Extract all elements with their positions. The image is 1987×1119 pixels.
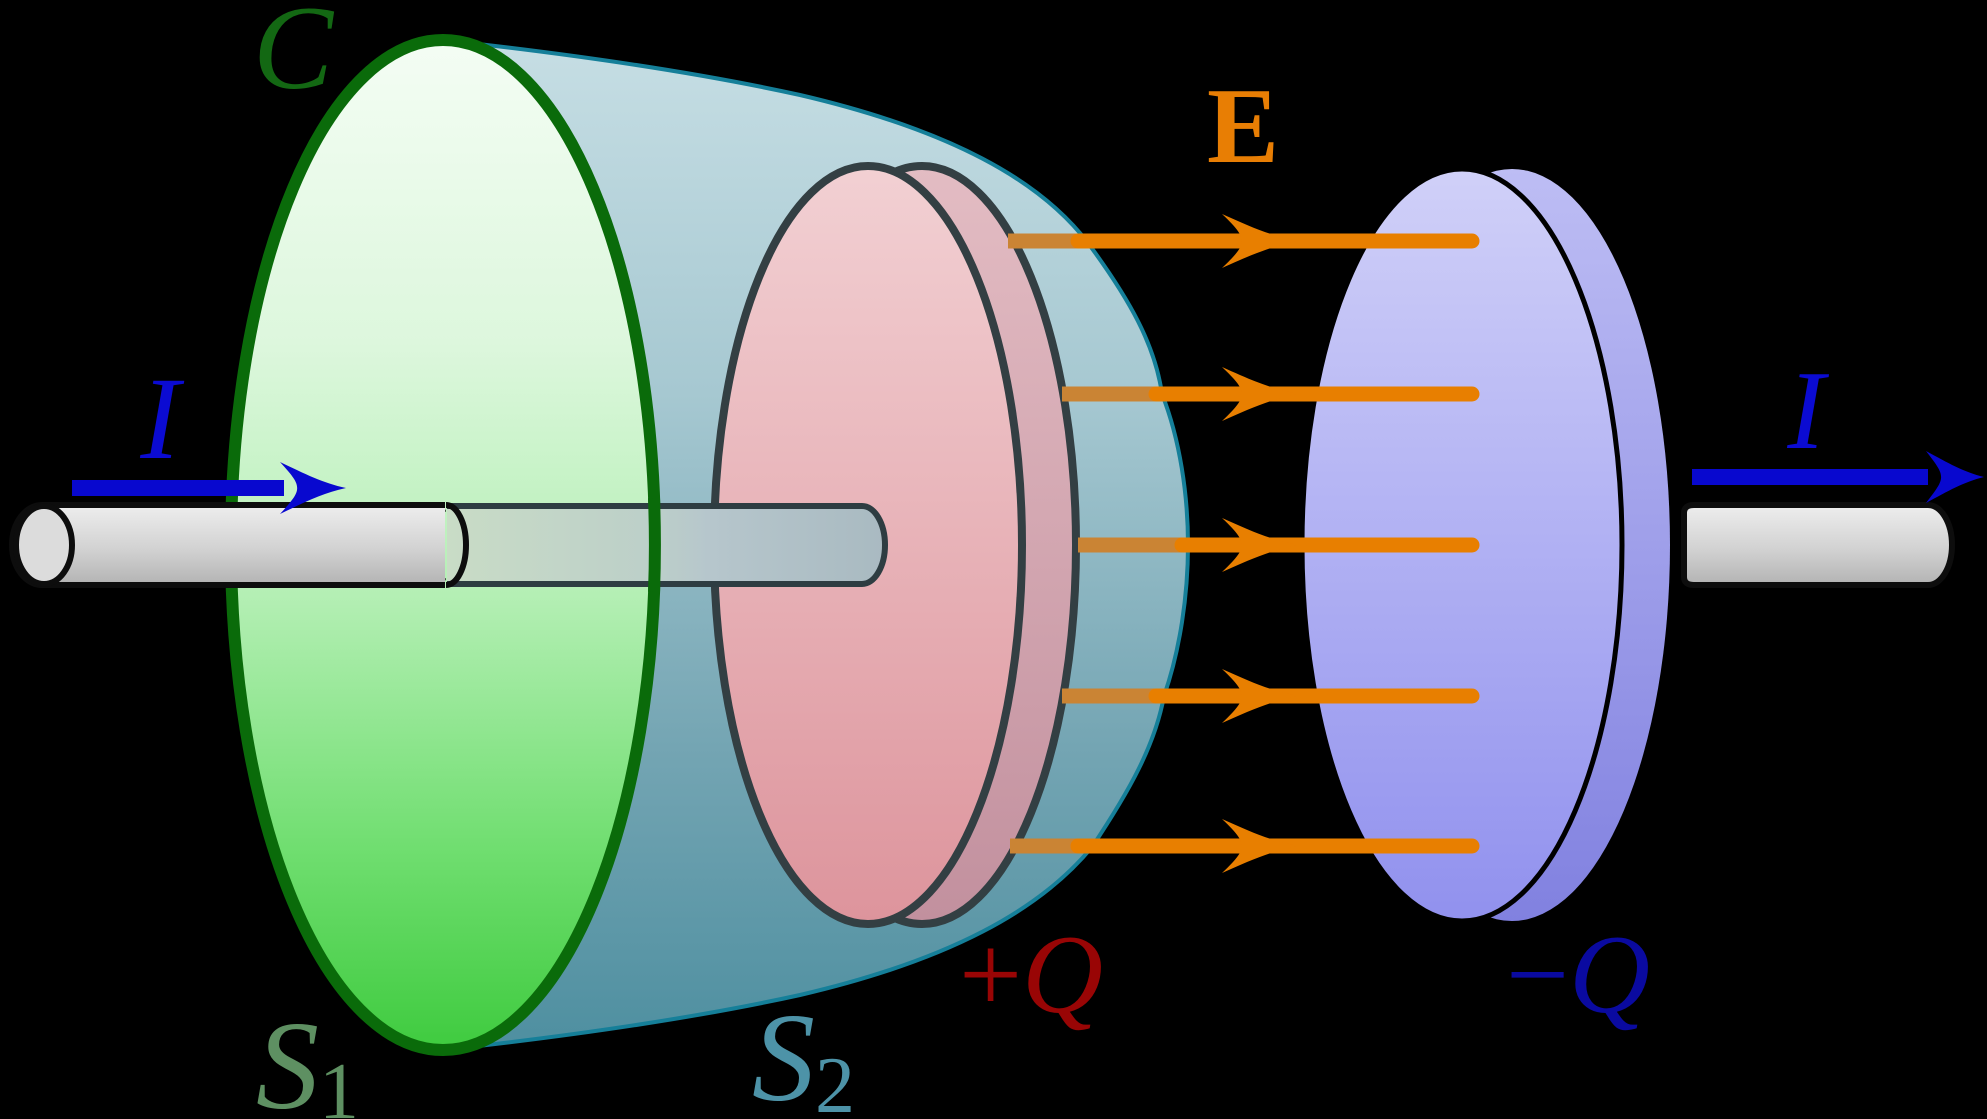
label-charge-positive-sign: + [959, 913, 1022, 1037]
label-surface-s2-sub: 2 [815, 1042, 855, 1119]
label-surface-s2-main: S [752, 989, 815, 1119]
label-charge-negative-sign: − [1506, 913, 1569, 1037]
e-field-arrowhead [1222, 214, 1298, 268]
label-charge-positive-letter: Q [1022, 913, 1103, 1037]
label-current-left: I [139, 353, 184, 484]
label-curve-c: C [253, 0, 335, 114]
wire-middle-segment [447, 503, 888, 587]
current-arrowhead-left [280, 462, 346, 514]
current-arrowhead-right [1926, 451, 1984, 503]
label-surface-s1: S1 [256, 997, 359, 1119]
e-field-arrowhead [1222, 518, 1298, 572]
label-current-right: I [1786, 349, 1829, 473]
wire-left-endcap [13, 503, 75, 587]
wire-intersection-solid-arc [445, 502, 469, 588]
label-field-e: E [1207, 67, 1279, 186]
curve-c-over-wire-segment [648, 497, 661, 593]
wire-right-segment [1681, 502, 1955, 588]
label-surface-s2: S2 [752, 989, 855, 1119]
label-charge-negative-letter: Q [1569, 913, 1650, 1037]
label-surface-s1-main: S [256, 997, 319, 1119]
current-arrows-layer [72, 451, 1984, 514]
e-field-arrowhead [1222, 367, 1298, 421]
label-charge-negative: −Q [1506, 913, 1650, 1037]
field-arrows-layer [1008, 214, 1480, 873]
e-field-arrowhead [1222, 669, 1298, 723]
wire-left-segment [9, 502, 445, 588]
label-surface-s1-sub: 1 [319, 1048, 359, 1119]
e-field-arrowhead [1222, 819, 1298, 873]
label-charge-positive: +Q [959, 913, 1103, 1037]
